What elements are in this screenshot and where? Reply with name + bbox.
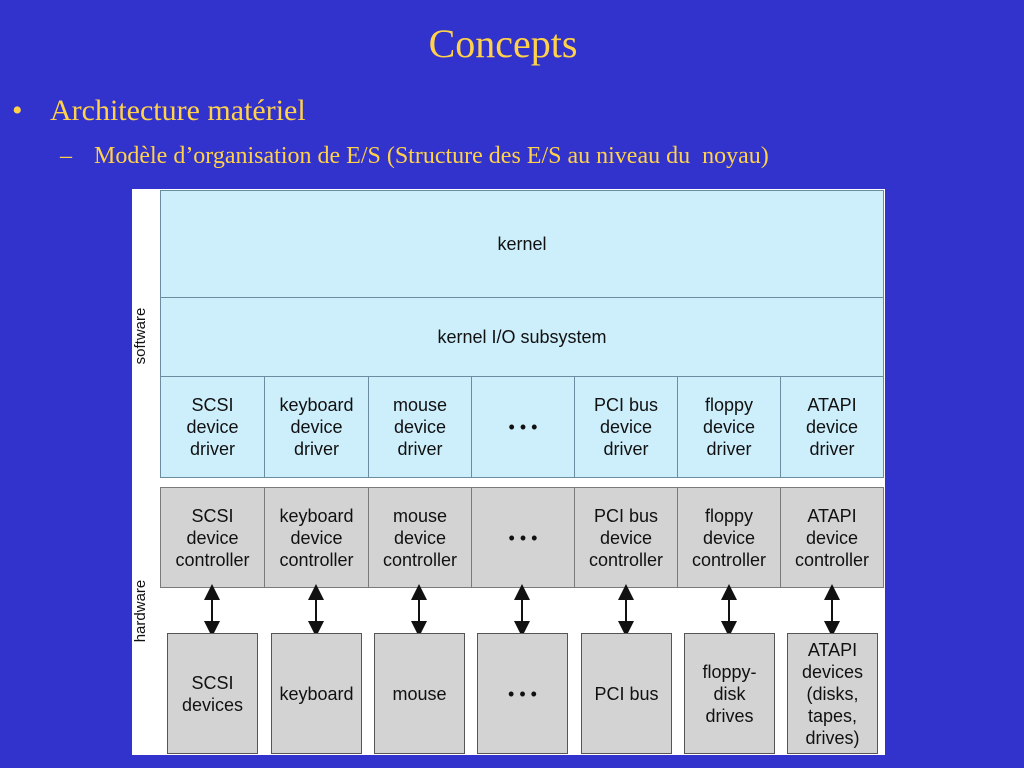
- device-box: ATAPI devices (disks, tapes, drives): [787, 633, 878, 754]
- io-subsystem-box: kernel I/O subsystem: [160, 297, 884, 377]
- controller-label: PCI bus device controller: [588, 505, 664, 570]
- driver-box: ATAPI device driver: [780, 376, 884, 478]
- io-subsystem-label: kernel I/O subsystem: [437, 327, 607, 347]
- device-box: PCI bus: [581, 633, 672, 754]
- sub-bullet-text: Modèle d’organisation de E/S (Structure …: [94, 143, 769, 169]
- driver-label: SCSI device driver: [186, 395, 239, 459]
- driver-box: keyboard device driver: [264, 376, 369, 478]
- kernel-box: kernel: [160, 190, 884, 298]
- hardware-label: hardware: [132, 579, 149, 643]
- controller-box: ATAPI device controller: [780, 487, 884, 588]
- driver-box: mouse device driver: [368, 376, 472, 478]
- driver-label: floppy device driver: [702, 395, 756, 459]
- controller-box: • • •: [471, 487, 575, 588]
- driver-box: • • •: [471, 376, 575, 478]
- device-box: SCSI devices: [167, 633, 258, 754]
- bullet-mark: •: [12, 94, 23, 127]
- device-box: keyboard: [271, 633, 362, 754]
- driver-label: mouse device driver: [392, 395, 448, 459]
- controller-box: keyboard device controller: [264, 487, 369, 588]
- device-box: • • •: [477, 633, 568, 754]
- sub-bullet-mark: –: [60, 143, 72, 169]
- device-label: mouse: [392, 683, 447, 704]
- device-label: floppy- disk drives: [702, 661, 757, 726]
- device-box: floppy- disk drives: [684, 633, 775, 754]
- controller-label: floppy device controller: [691, 505, 767, 570]
- driver-label: keyboard device driver: [279, 395, 354, 459]
- driver-box: PCI bus device driver: [574, 376, 678, 478]
- controller-box: floppy device controller: [677, 487, 781, 588]
- device-label: SCSI devices: [181, 672, 244, 715]
- ellipsis-label: • • •: [508, 417, 538, 437]
- ellipsis-label: • • •: [508, 683, 537, 704]
- controller-label: keyboard device controller: [279, 505, 354, 570]
- kernel-label: kernel: [497, 234, 547, 254]
- device-box: mouse: [374, 633, 465, 754]
- software-label: software: [132, 307, 149, 365]
- driver-label: ATAPI device driver: [805, 395, 859, 459]
- controller-label: ATAPI device controller: [794, 505, 870, 570]
- bullet-architecture: • Architecture matériel: [12, 94, 306, 128]
- slide-title: Concepts: [428, 21, 578, 66]
- driver-label: PCI bus device driver: [593, 395, 659, 459]
- ellipsis-label: • • •: [508, 527, 538, 548]
- driver-box: floppy device driver: [677, 376, 781, 478]
- device-label: PCI bus: [594, 683, 659, 704]
- device-label: ATAPI devices (disks, tapes, drives): [801, 639, 864, 748]
- controller-box: PCI bus device controller: [574, 487, 678, 588]
- controller-label: SCSI device controller: [175, 505, 250, 570]
- sub-bullet-model: – Modèle d’organisation de E/S (Structur…: [60, 143, 769, 170]
- bullet-text: Architecture matériel: [50, 94, 306, 127]
- controller-box: mouse device controller: [368, 487, 472, 588]
- controller-label: mouse device controller: [382, 505, 458, 570]
- controller-box: SCSI device controller: [160, 487, 265, 588]
- io-structure-diagram: software hardware kernel kernel I/O subs…: [132, 189, 885, 755]
- driver-box: SCSI device driver: [160, 376, 265, 478]
- device-label: keyboard: [279, 683, 354, 704]
